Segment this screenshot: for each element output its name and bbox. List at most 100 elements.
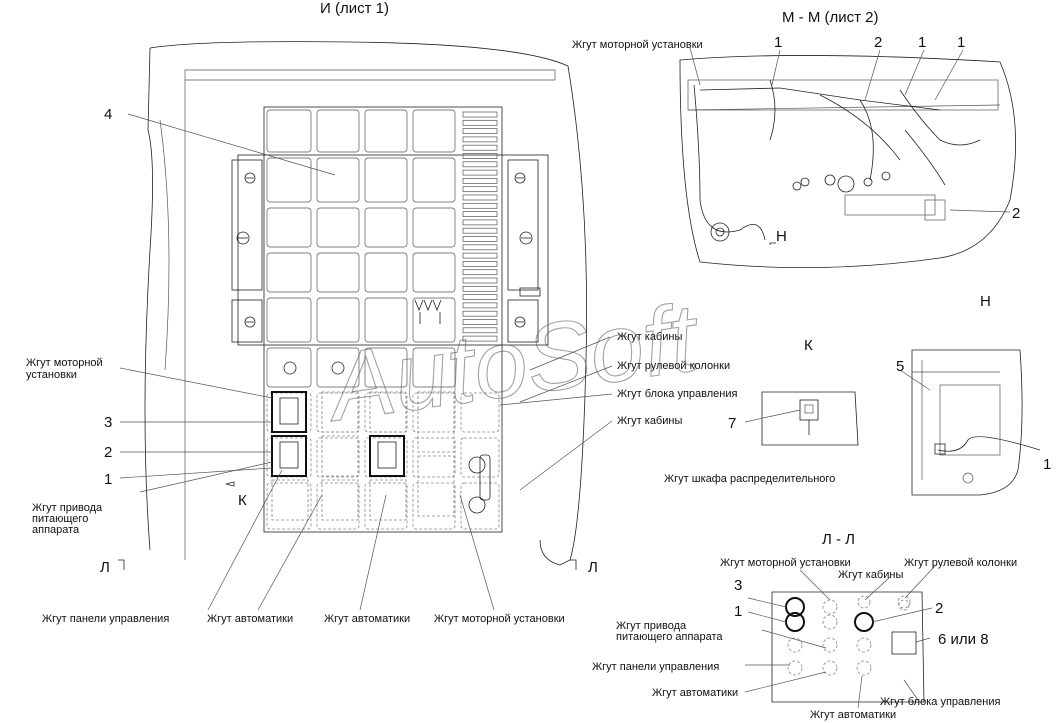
label-l-motor: Жгут моторной установки xyxy=(720,557,851,569)
fuse-cell xyxy=(412,157,456,203)
fuse-strip xyxy=(462,202,498,209)
label-privod-2: питающего xyxy=(32,513,88,525)
fuse-cell xyxy=(364,109,408,153)
callout-m-2a: 2 xyxy=(874,34,882,51)
section-l-title: Л - Л xyxy=(822,531,855,548)
fuse-cell xyxy=(316,347,360,388)
fuse-strip xyxy=(462,169,498,176)
fuse-strip xyxy=(462,277,498,284)
label-avtomatiki-2: Жгут автоматики xyxy=(324,613,410,625)
fuse-cell xyxy=(364,207,408,248)
marker-l-left: Л xyxy=(100,559,110,576)
fuse-strip xyxy=(462,211,498,217)
view-i-drawing xyxy=(144,41,588,566)
fuse-cell xyxy=(412,207,456,248)
callout-2: 2 xyxy=(104,444,112,461)
fuse-cell xyxy=(364,482,408,530)
section-m-drawing xyxy=(679,55,1016,269)
callout-l-2: 2 xyxy=(935,600,943,617)
fuse-strip xyxy=(462,136,498,143)
label-panel: Жгут панели управления xyxy=(42,613,169,625)
section-m-leaders xyxy=(689,47,1011,245)
callout-m-1a: 1 xyxy=(774,34,782,51)
label-privod-3: аппарата xyxy=(32,524,80,536)
view-i-title: И (лист 1) xyxy=(320,0,389,17)
label-m-motor: Жгут моторной установки xyxy=(572,39,703,51)
fuse-strip xyxy=(462,294,498,300)
fuse-cell xyxy=(412,392,456,433)
label-kabiny-2: Жгут кабины xyxy=(617,415,682,427)
fuse-strip xyxy=(462,335,498,342)
fuse-cell xyxy=(316,482,360,530)
label-l-privod-1: Жгут привода xyxy=(616,620,687,632)
label-privod-1: Жгут привода xyxy=(32,502,103,514)
section-l-leaders xyxy=(744,565,936,709)
marker-l-right: Л xyxy=(588,559,598,576)
fuse-cell xyxy=(316,252,360,293)
label-motor-bottom: Жгут моторной установки xyxy=(434,613,565,625)
label-l-avtomatiki-1: Жгут автоматики xyxy=(652,687,738,699)
fuse-cell xyxy=(266,109,312,153)
fuse-cell xyxy=(412,437,456,478)
fuse-strip xyxy=(462,285,498,292)
fuse-strip xyxy=(462,111,498,118)
fuse-cell xyxy=(460,392,500,433)
callout-m-1c: 1 xyxy=(957,34,965,51)
fuse-strip xyxy=(462,128,498,134)
fuse-cell xyxy=(266,297,312,343)
fuse-cell xyxy=(364,347,408,388)
view-k-title: К xyxy=(804,337,813,354)
label-kabiny-1: Жгут кабины xyxy=(617,331,682,343)
fuse-cell xyxy=(266,392,312,433)
label-l-panel: Жгут панели управления xyxy=(592,661,719,673)
fuse-cell xyxy=(364,157,408,203)
section-m-title: М - М (лист 2) xyxy=(782,9,879,26)
label-shkaf: Жгут шкафа распределительного xyxy=(664,473,835,485)
fuse-cell xyxy=(412,252,456,293)
fuse-strip xyxy=(462,302,498,309)
label-motor-harness: Жгут моторной xyxy=(26,357,103,369)
fuse-cell xyxy=(412,347,456,388)
callout-m-2b: 2 xyxy=(1012,205,1020,222)
fuse-cell xyxy=(316,109,360,153)
callout-h-1: 1 xyxy=(1043,456,1051,473)
fuse-cell xyxy=(412,109,456,153)
label-l-privod-2: питающего аппарата xyxy=(616,631,723,643)
fuse-strip xyxy=(462,119,498,126)
fuse-cell xyxy=(364,297,408,343)
section-l-drawing xyxy=(771,591,925,703)
fuse-cell xyxy=(266,157,312,203)
fuse-cell xyxy=(266,252,312,293)
fuse-strip xyxy=(462,269,498,276)
callout-4: 4 xyxy=(104,106,112,123)
fuse-strip xyxy=(462,161,498,168)
callout-h-5: 5 xyxy=(896,358,904,375)
fuse-strip xyxy=(462,244,498,251)
fuse-strip xyxy=(462,327,498,334)
fuse-strip xyxy=(462,194,498,201)
callout-l-3: 3 xyxy=(734,577,742,594)
label-avtomatiki-1: Жгут автоматики xyxy=(207,613,293,625)
view-h-drawing xyxy=(899,349,1041,496)
fuse-cell xyxy=(316,297,360,343)
view-k-drawing xyxy=(744,391,859,446)
callout-m-1b: 1 xyxy=(918,34,926,51)
fuse-cell xyxy=(316,437,360,478)
fuse-cell xyxy=(316,207,360,248)
fuse-strip xyxy=(462,227,498,234)
fuse-cell xyxy=(364,252,408,293)
callout-l-6-8: 6 или 8 xyxy=(938,631,989,648)
fuse-cell xyxy=(266,437,312,478)
label-l-rulevoy: Жгут рулевой колонки xyxy=(904,557,1017,569)
fuse-strip xyxy=(462,153,498,159)
fuse-cell xyxy=(266,482,312,530)
view-i-leaders xyxy=(118,113,613,611)
callout-1: 1 xyxy=(104,471,112,488)
callout-3: 3 xyxy=(104,414,112,431)
label-l-avtomatiki-2: Жгут автоматики xyxy=(810,709,896,721)
fuse-cell xyxy=(316,157,360,203)
label-blok: Жгут блока управления xyxy=(617,388,737,400)
marker-k: К xyxy=(238,492,247,509)
